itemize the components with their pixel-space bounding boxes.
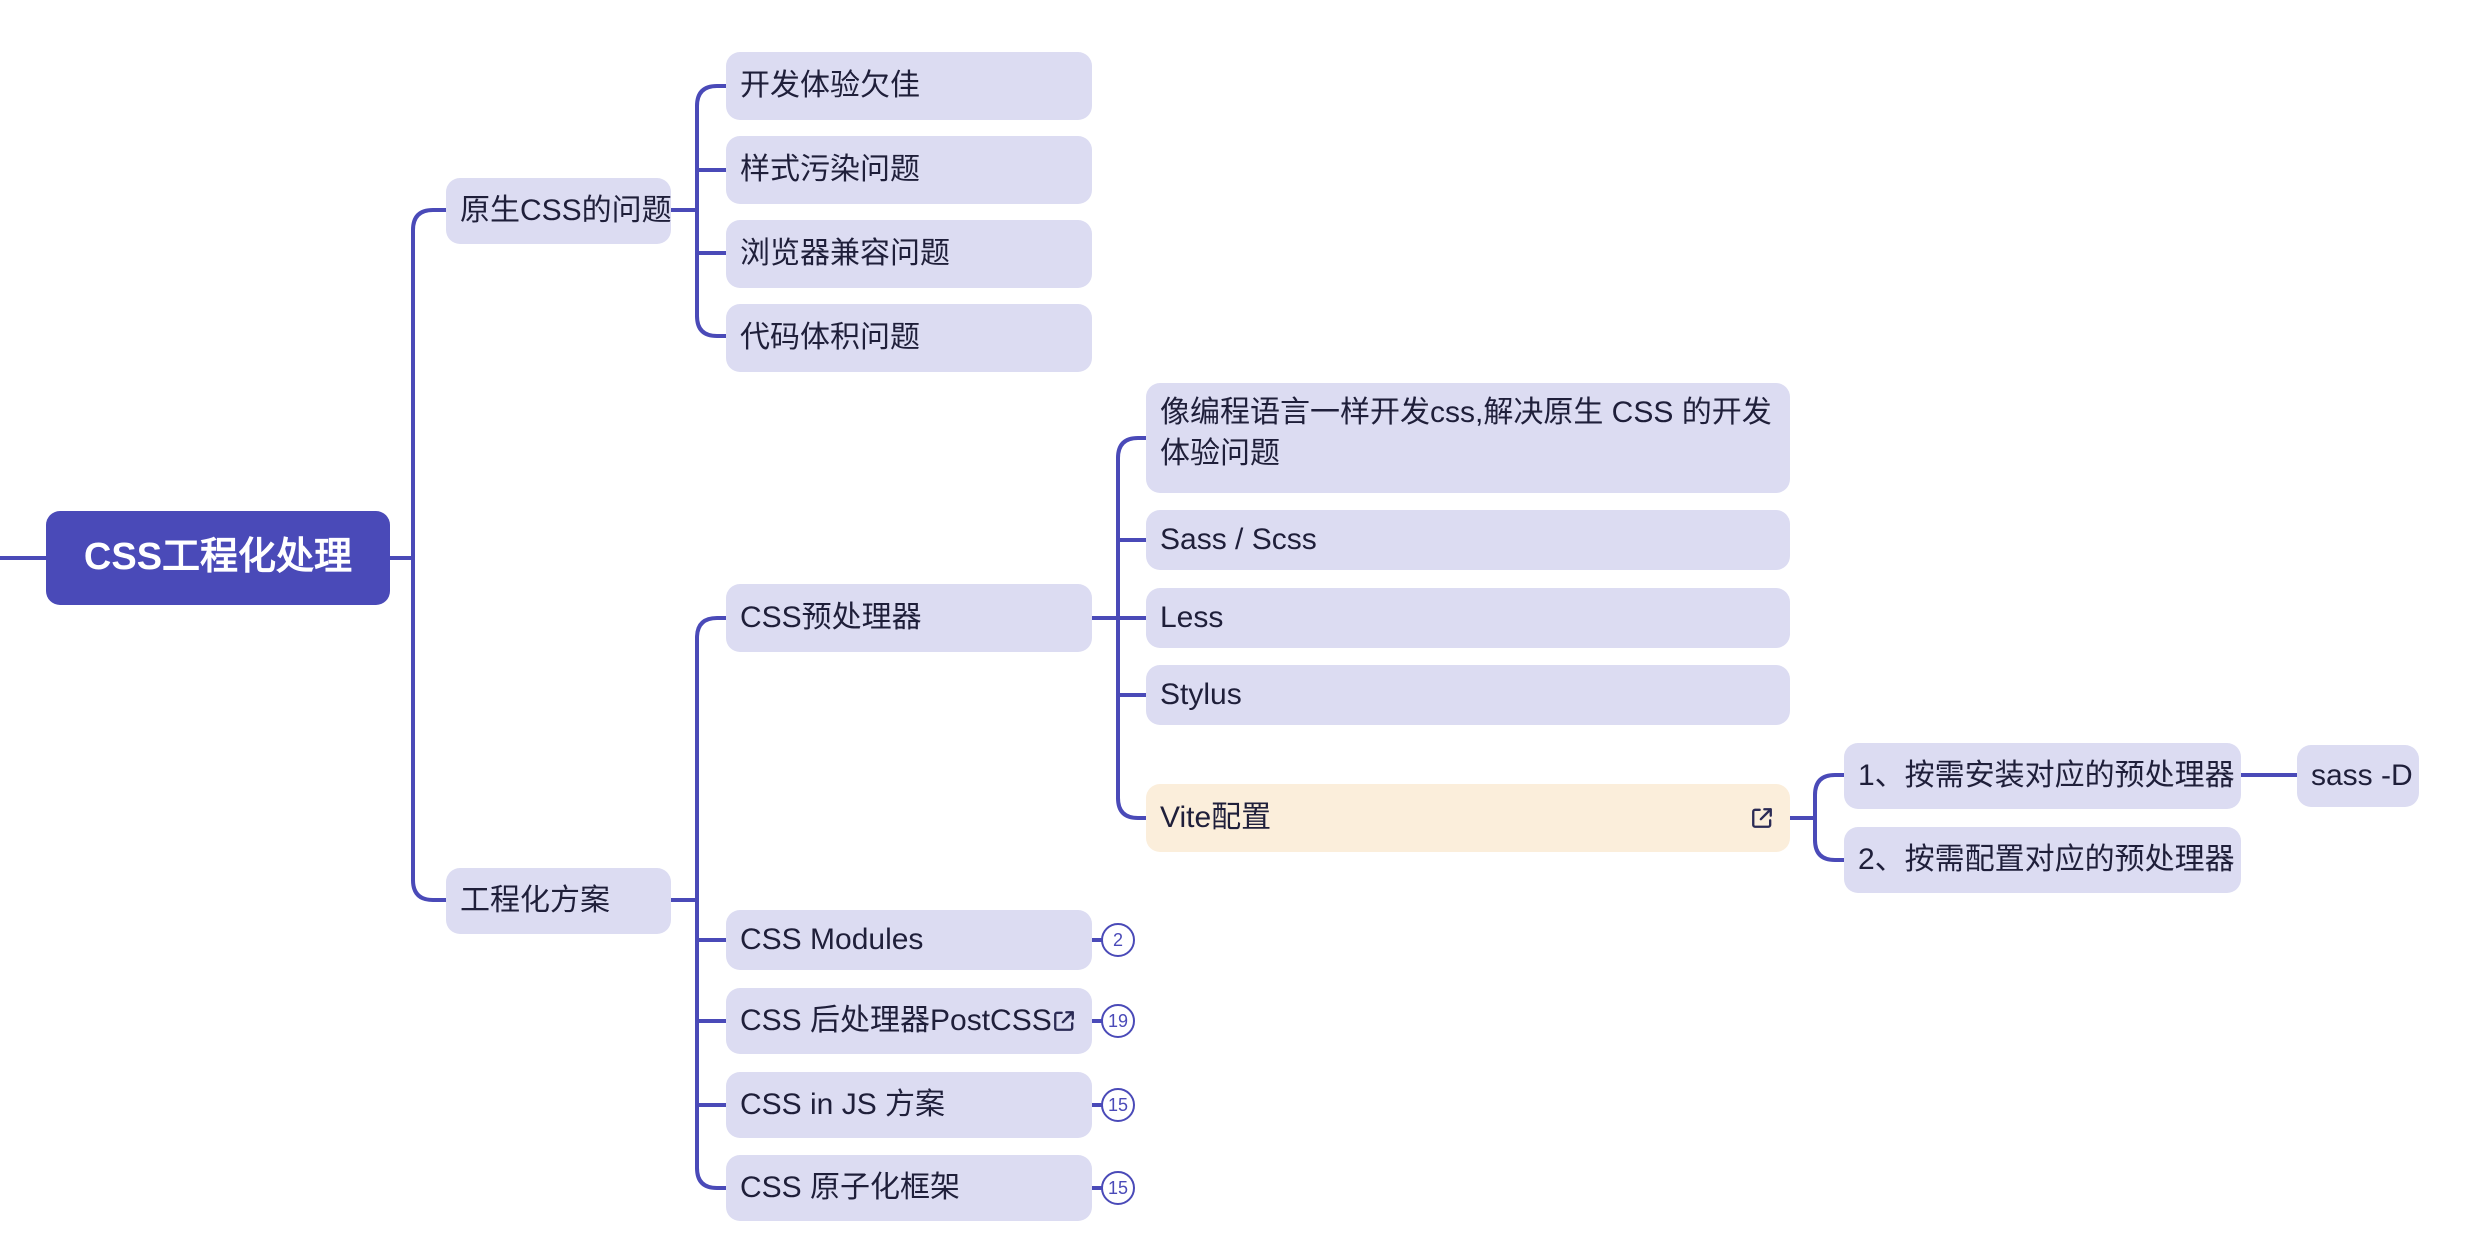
- preprocessor-description-node[interactable]: 像编程语言一样开发css,解决原生 CSS 的开发体验问题: [1146, 383, 1790, 493]
- sass-install-cmd-node[interactable]: sass -D: [2297, 745, 2419, 807]
- problem-browser-compat-node[interactable]: 浏览器兼容问题: [726, 220, 1092, 288]
- less-node[interactable]: Less: [1146, 588, 1790, 648]
- node-label: Sass / Scss: [1160, 522, 1317, 556]
- badge-count: 19: [1107, 1010, 1129, 1031]
- branch-engineering-label: 工程化方案: [460, 883, 610, 917]
- root-label: CSS工程化处理: [83, 536, 353, 579]
- collapsed-count-badge[interactable]: 15: [1101, 1088, 1135, 1122]
- node-label: 像编程语言一样开发css,解决原生 CSS 的开发体验问题: [1160, 396, 1772, 470]
- problem-code-size-node[interactable]: 代码体积问题: [726, 304, 1092, 372]
- branch-engineering-node[interactable]: 工程化方案: [446, 868, 671, 934]
- branch-problems-label: 原生CSS的问题: [460, 193, 672, 227]
- vite-config-node[interactable]: Vite配置: [1146, 784, 1790, 852]
- badge-count: 15: [1107, 1094, 1129, 1115]
- node-label: Vite配置: [1160, 800, 1272, 834]
- node-label: 1、按需安装对应的预处理器: [1858, 758, 2235, 792]
- postcss-node[interactable]: CSS 后处理器PostCSS: [726, 988, 1092, 1054]
- vite-step-configure-node[interactable]: 2、按需配置对应的预处理器: [1844, 827, 2241, 893]
- branch-problems-node[interactable]: 原生CSS的问题: [446, 178, 672, 244]
- node-label: CSS 原子化框架: [740, 1170, 961, 1204]
- collapsed-count-badge[interactable]: 2: [1101, 923, 1135, 957]
- node-label: Stylus: [1160, 677, 1242, 711]
- external-link-icon[interactable]: [1050, 1007, 1078, 1035]
- css-modules-node[interactable]: CSS Modules: [726, 910, 1092, 970]
- vite-step-install-node[interactable]: 1、按需安装对应的预处理器: [1844, 743, 2241, 809]
- node-label: CSS 后处理器PostCSS: [740, 1003, 1052, 1037]
- problem-style-pollution-node[interactable]: 样式污染问题: [726, 136, 1092, 204]
- badge-count: 2: [1112, 929, 1123, 950]
- collapsed-count-badge[interactable]: 15: [1101, 1171, 1135, 1205]
- node-label: CSS预处理器: [740, 600, 922, 634]
- node-label: 代码体积问题: [740, 320, 920, 354]
- node-label: 开发体验欠佳: [740, 68, 920, 102]
- problem-dev-experience-node[interactable]: 开发体验欠佳: [726, 52, 1092, 120]
- node-label: 样式污染问题: [740, 152, 920, 186]
- node-label: 浏览器兼容问题: [740, 236, 950, 270]
- css-atomic-node[interactable]: CSS 原子化框架: [726, 1155, 1092, 1221]
- css-in-js-node[interactable]: CSS in JS 方案: [726, 1072, 1092, 1138]
- external-link-icon[interactable]: [1748, 804, 1776, 832]
- preprocessor-node[interactable]: CSS预处理器: [726, 584, 1092, 652]
- node-label: Less: [1160, 600, 1224, 634]
- node-label: CSS in JS 方案: [740, 1087, 946, 1121]
- sass-scss-node[interactable]: Sass / Scss: [1146, 510, 1790, 570]
- stylus-node[interactable]: Stylus: [1146, 665, 1790, 725]
- node-label: CSS Modules: [740, 922, 924, 956]
- node-label: 2、按需配置对应的预处理器: [1858, 842, 2235, 876]
- badge-count: 15: [1107, 1177, 1129, 1198]
- collapsed-count-badge[interactable]: 19: [1101, 1004, 1135, 1038]
- root-node[interactable]: CSS工程化处理: [46, 511, 390, 605]
- node-label: sass -D: [2311, 758, 2413, 792]
